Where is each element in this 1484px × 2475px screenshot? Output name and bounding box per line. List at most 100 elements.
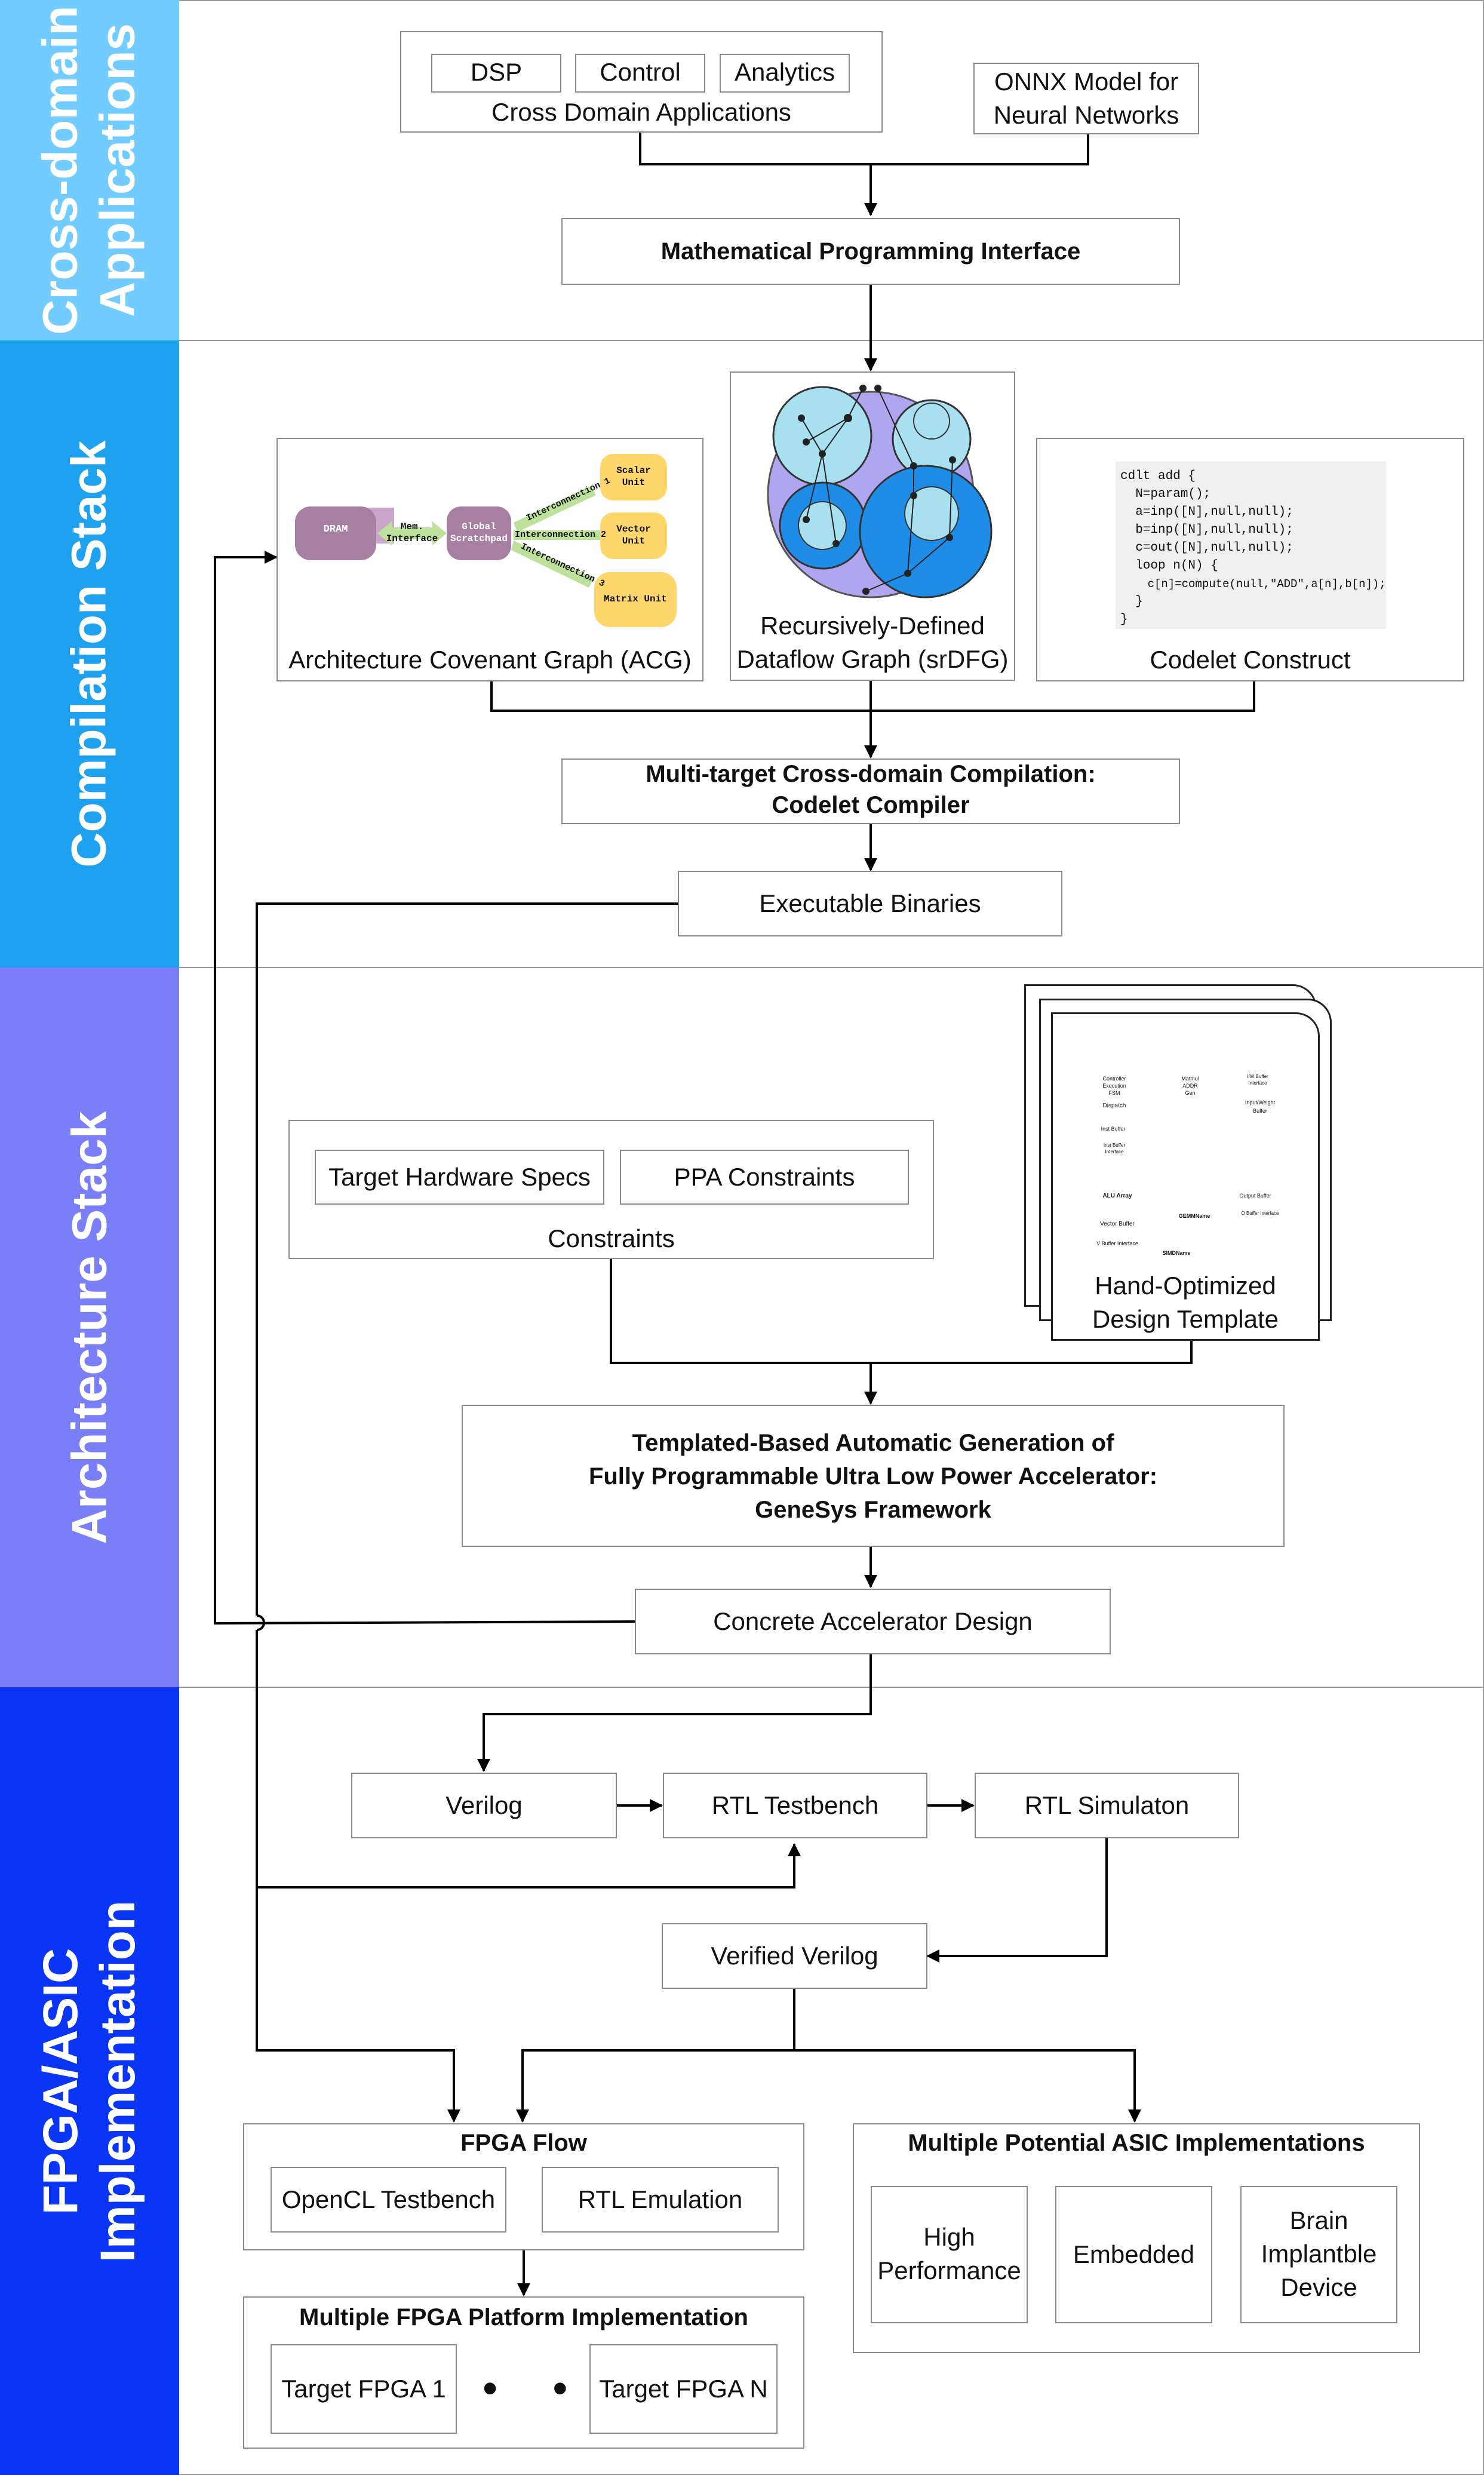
fpga-platform-title: Multiple FPGA Platform Implementation bbox=[299, 2304, 748, 2330]
srdfg-caption: Recursively-Defined Dataflow Graph (srDF… bbox=[736, 612, 1009, 673]
codelet-code-line-1: cdlt add { bbox=[1120, 469, 1196, 483]
acg-interconnect-2: Interconnection 2 bbox=[515, 530, 607, 540]
band-compilation-text: Compilation Stack bbox=[62, 440, 116, 868]
template-gemm-name: GEMMName bbox=[1178, 1213, 1210, 1219]
template-caption: Hand-Optimized Design Template bbox=[1092, 1272, 1279, 1333]
verilog-box bbox=[351, 1773, 617, 1838]
band-implementation-label: FPGA/ASIC Implementation bbox=[0, 1687, 179, 2475]
codelet-code-line-4: b=inp([N],null,null); bbox=[1120, 523, 1293, 537]
template-inst-buffer: Inst Buffer bbox=[1101, 1126, 1126, 1132]
asic-high-performance-label: High Performance bbox=[877, 2223, 1021, 2284]
acg-mem-interface: Mem. Interface bbox=[386, 521, 438, 544]
template-output-buffer: Output Buffer bbox=[1239, 1193, 1271, 1199]
asic-embedded-box bbox=[1055, 2186, 1212, 2323]
band-implementation-text: FPGA/ASIC Implementation bbox=[33, 1900, 146, 2262]
asic-title: Multiple Potential ASIC Implementations bbox=[908, 2130, 1365, 2156]
codelet-caption: Codelet Construct bbox=[1150, 646, 1351, 674]
control-box bbox=[575, 54, 705, 93]
verilog-label: Verilog bbox=[445, 1791, 523, 1819]
codelet-code-line-5: c=out([N],null,null); bbox=[1120, 541, 1293, 555]
binaries-box bbox=[678, 871, 1062, 936]
band-cross-domain bbox=[0, 0, 179, 340]
cross-domain-applications-label: Cross Domain Applications bbox=[491, 98, 791, 126]
acg-matrix-unit: Matrix Unit bbox=[604, 594, 667, 604]
band-cross-domain-label: Cross-domain Applications bbox=[0, 0, 179, 340]
rtl-simulation-box bbox=[975, 1773, 1239, 1838]
onnx-box bbox=[973, 63, 1199, 134]
opencl-testbench-box bbox=[271, 2167, 506, 2233]
band-architecture bbox=[0, 968, 179, 1687]
rtl-testbench-label: RTL Testbench bbox=[711, 1791, 879, 1819]
analytics-box bbox=[720, 54, 850, 93]
genesys-box bbox=[462, 1405, 1285, 1547]
target-fpga-1-box bbox=[271, 2344, 457, 2434]
template-input-weight: Input/Weight Buffer bbox=[1245, 1100, 1276, 1114]
template-alu-array: ALU Array bbox=[1102, 1193, 1132, 1199]
template-o-buffer-if: O Buffer Interface bbox=[1241, 1211, 1279, 1216]
verified-verilog-label: Verified Verilog bbox=[711, 1942, 878, 1970]
math-interface-label: Mathematical Programming Interface bbox=[660, 238, 1081, 265]
rtl-testbench-box bbox=[663, 1773, 927, 1838]
rtl-emulation-box bbox=[542, 2167, 779, 2233]
band-compilation-label: Compilation Stack bbox=[0, 340, 179, 968]
codelet-code-line-6: loop n(N) { bbox=[1120, 559, 1218, 573]
band-compilation bbox=[0, 340, 179, 968]
template-v-buffer-if: V Buffer Interface bbox=[1096, 1240, 1138, 1246]
acg-scratchpad: Global Scratchpad bbox=[450, 521, 508, 544]
template-dispatch: Dispatch bbox=[1102, 1103, 1126, 1109]
target-fpga-1-label: Target FPGA 1 bbox=[281, 2375, 446, 2403]
band-implementation bbox=[0, 1687, 179, 2475]
connectors bbox=[214, 131, 1255, 2296]
acg-dram: DRAM bbox=[323, 524, 348, 535]
binaries-label: Executable Binaries bbox=[759, 889, 981, 917]
codelet-code-line-3: a=inp([N],null,null); bbox=[1120, 505, 1293, 519]
asic-high-performance-box bbox=[871, 2186, 1028, 2323]
template-simd-name: SIMDName bbox=[1162, 1250, 1191, 1256]
asic-brain-implant-label: Brain Implantble Device bbox=[1261, 2206, 1377, 2301]
asic-brain-implant-box bbox=[1240, 2186, 1397, 2323]
genesys-label: Templated-Based Automatic Generation of … bbox=[588, 1430, 1158, 1523]
codelet-code-line-9: } bbox=[1120, 613, 1128, 627]
codelet-code-line-7: c[n]=compute(null,"ADD",a[n],b[n]); bbox=[1120, 578, 1386, 591]
compiler-label: Multi-target Cross-domain Compilation: C… bbox=[646, 761, 1096, 818]
dsp-box bbox=[431, 54, 561, 93]
acg-box bbox=[276, 438, 703, 681]
opencl-testbench-label: OpenCL Testbench bbox=[281, 2185, 496, 2213]
template-matmul: Matmul ADDR Gen bbox=[1181, 1076, 1199, 1096]
target-fpga-n-box bbox=[589, 2344, 778, 2434]
codelet-code-panel bbox=[1116, 462, 1386, 629]
target-hw-label: Target Hardware Specs bbox=[328, 1163, 591, 1191]
concrete-design-box bbox=[635, 1589, 1111, 1654]
constraints-caption: Constraints bbox=[548, 1224, 675, 1252]
target-hw-box bbox=[315, 1150, 604, 1205]
srdfg-box bbox=[730, 371, 1015, 681]
asic-embedded-label: Embedded bbox=[1073, 2240, 1195, 2268]
concrete-design-label: Concrete Accelerator Design bbox=[713, 1607, 1033, 1635]
analytics-label: Analytics bbox=[734, 58, 835, 86]
ppa-label: PPA Constraints bbox=[674, 1163, 855, 1191]
band-architecture-text: Architecture Stack bbox=[62, 1111, 117, 1544]
ppa-box bbox=[620, 1150, 909, 1205]
acg-figure bbox=[295, 454, 677, 627]
template-controller: Controller Execution FSM bbox=[1102, 1076, 1126, 1096]
fpga-flow-title: FPGA Flow bbox=[460, 2130, 587, 2156]
band-cross-domain-text: Cross-domain Applications bbox=[33, 5, 145, 335]
math-interface-box bbox=[561, 218, 1180, 285]
band-architecture-label: Architecture Stack bbox=[0, 968, 179, 1687]
codelet-code-line-8: } bbox=[1120, 595, 1143, 609]
codelet-code-line-2: N=param(); bbox=[1120, 487, 1211, 501]
acg-vector-unit: Vector Unit bbox=[616, 524, 651, 546]
template-iw-if: I/W Buffer Interface bbox=[1247, 1074, 1268, 1086]
onnx-label: ONNX Model for Neural Networks bbox=[993, 67, 1179, 129]
template-inst-buffer-if: Inst Buffer Interface bbox=[1103, 1143, 1126, 1154]
acg-caption: Architecture Covenant Graph (ACG) bbox=[288, 646, 692, 674]
template-vector-buffer: Vector Buffer bbox=[1100, 1221, 1135, 1227]
verified-verilog-box bbox=[662, 1923, 927, 1989]
compiler-box bbox=[561, 759, 1180, 824]
rtl-simulation-label: RTL Simulaton bbox=[1024, 1791, 1190, 1819]
acg-scalar-unit: Scalar Unit bbox=[616, 465, 651, 488]
template-stack-front bbox=[1051, 1012, 1320, 1341]
dsp-label: DSP bbox=[470, 58, 523, 86]
rtl-emulation-label: RTL Emulation bbox=[577, 2185, 743, 2213]
control-label: Control bbox=[600, 58, 681, 86]
